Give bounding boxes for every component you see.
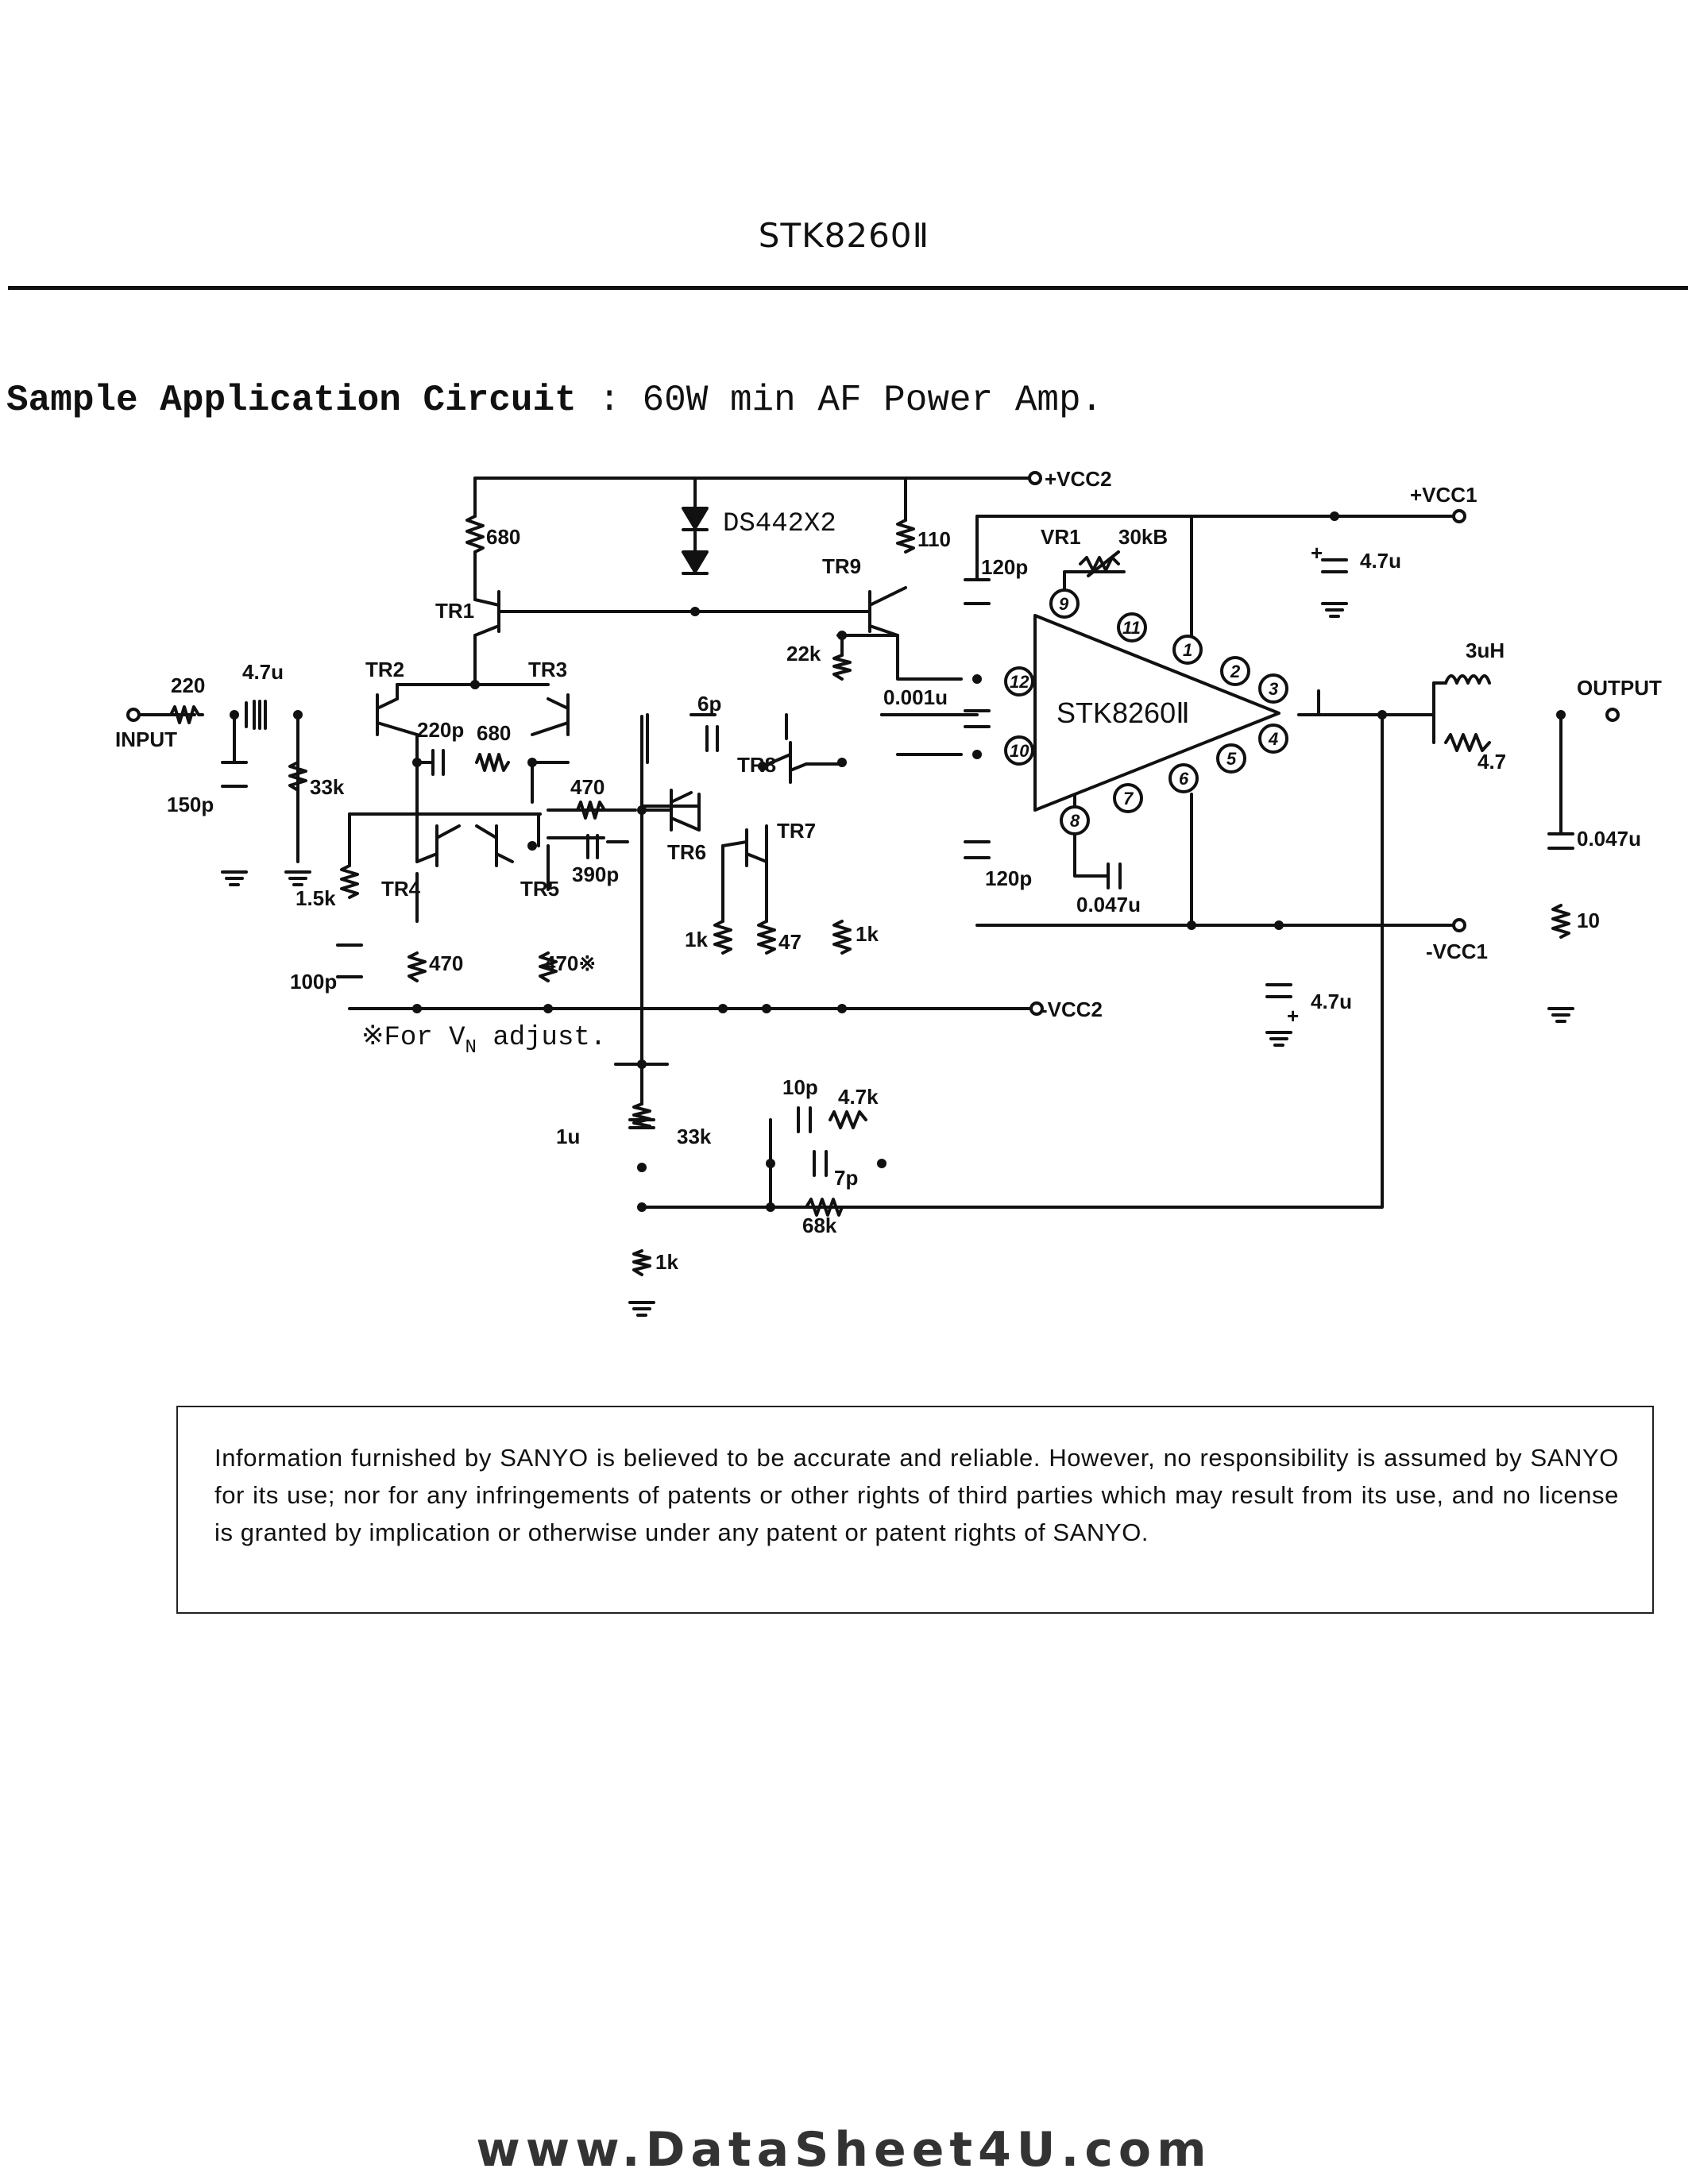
label-r-680-top: 680 [486, 525, 520, 549]
label-c-6p: 6p [697, 692, 721, 716]
label-r-4-7: 4.7 [1477, 750, 1506, 774]
inductor-3uh [1444, 674, 1491, 685]
label-tr4: TR4 [381, 877, 421, 901]
ic-stk8260: STK8260Ⅱ 9 11 1 2 3 12 10 4 5 6 7 8 [1004, 588, 1288, 835]
diode-pair-ds442 [682, 507, 709, 575]
label-r-470-tr4: 470 [429, 951, 463, 975]
schematic-labels: +VCC2 +VCC1 -VCC2 -VCC1 INPUT OUTPUT DS4… [115, 467, 1662, 1274]
ic-pin-5: 5 [1226, 749, 1237, 769]
label-c-0047u-out: 0.047u [1577, 827, 1641, 851]
label-c-4u7-pos: 4.7u [1360, 549, 1401, 573]
label-tr9: TR9 [822, 554, 861, 578]
ic-pin-8: 8 [1070, 811, 1080, 831]
resistors [169, 515, 1570, 1276]
label-tr6: TR6 [667, 840, 706, 864]
ic-pin-12: 12 [1010, 672, 1029, 692]
footer-url-prefix: www.DataSheet [476, 2122, 979, 2178]
label-c-1u: 1u [556, 1125, 580, 1148]
label-r-1k-tr9: 1k [856, 922, 879, 946]
label-r-33k-fb: 33k [677, 1125, 712, 1148]
capacitors [221, 558, 1574, 1177]
section-title-rest: : 60W min AF Power Amp. [598, 380, 1103, 421]
label-tr3: TR3 [528, 658, 567, 681]
label-vcc2-pos: +VCC2 [1045, 467, 1112, 491]
plus-sign-c-pos: + [1311, 541, 1323, 565]
label-r-110: 110 [917, 527, 951, 551]
ic-pin-4: 4 [1268, 729, 1278, 749]
junction-dots [230, 511, 1566, 1212]
label-c-0047u-ic: 0.047u [1076, 893, 1141, 916]
label-c-4u7-in: 4.7u [242, 660, 284, 684]
ic-pin-2: 2 [1230, 662, 1241, 681]
label-tr8: TR8 [737, 753, 776, 777]
vn-note-prefix: ※For V [361, 1023, 465, 1053]
ic-label: STK8260Ⅱ [1056, 696, 1190, 729]
ic-pin-10: 10 [1010, 741, 1029, 761]
label-r-1k-fb: 1k [655, 1250, 678, 1274]
label-vcc2-neg: -VCC2 [1041, 997, 1103, 1021]
vn-note-suffix: adjust. [477, 1023, 606, 1053]
label-c-4u7-neg: 4.7u [1311, 990, 1352, 1013]
label-r-680-mid: 680 [477, 721, 511, 745]
label-c-220p: 220p [417, 718, 464, 742]
legal-disclaimer: Information furnished by SANYO is believ… [176, 1406, 1654, 1614]
label-tr5: TR5 [520, 877, 559, 901]
label-diode: DS442X2 [723, 509, 836, 539]
label-vr1-value: 30kB [1118, 525, 1168, 549]
label-r-470-fb: 470 [570, 775, 605, 799]
vn-adjust-note: ※For VN adjust. [361, 1023, 606, 1059]
label-c-390p: 390p [572, 862, 619, 886]
label-c-120p-bot: 120p [985, 866, 1032, 890]
vn-note-sub: N [465, 1037, 477, 1059]
label-c-100p: 100p [290, 970, 337, 994]
terminals [126, 471, 1620, 1016]
page-header-part-number: STK8260Ⅱ [758, 216, 930, 255]
ic-pin-7: 7 [1123, 789, 1134, 808]
ic-pin-11: 11 [1122, 618, 1141, 638]
wires [137, 477, 1562, 1209]
label-r-22k: 22k [786, 642, 821, 666]
label-output: OUTPUT [1577, 676, 1662, 700]
label-r-1k-tr6: 1k [685, 928, 708, 951]
label-r-68k: 68k [802, 1214, 837, 1237]
amplifier-schematic: STK8260Ⅱ 9 11 1 2 3 12 10 4 5 6 7 8 +VCC… [115, 467, 1662, 1317]
label-c-10p: 10p [782, 1075, 818, 1099]
label-r-1k5: 1.5k [295, 886, 336, 910]
footer-url[interactable]: www.DataSheet4U.com [0, 2122, 1688, 2178]
section-title-bold: Sample Application Circuit [6, 380, 577, 421]
label-l-3uh: 3uH [1466, 639, 1505, 662]
label-tr7: TR7 [777, 819, 816, 843]
footer-url-num: 4U [978, 2122, 1061, 2178]
label-r-4k7: 4.7k [838, 1085, 879, 1109]
label-tr1: TR1 [435, 599, 474, 623]
ic-pin-9: 9 [1059, 594, 1069, 614]
label-c-7p: 7p [834, 1166, 858, 1190]
label-c-0001u: 0.001u [883, 685, 948, 709]
ic-pin-3: 3 [1269, 679, 1278, 699]
label-c-150p: 150p [167, 793, 214, 816]
label-c-120p-top: 120p [981, 555, 1028, 579]
transistors [376, 586, 907, 867]
label-input: INPUT [115, 727, 177, 751]
label-r-470-tr5: 470※ [544, 951, 596, 975]
ic-pin-1: 1 [1183, 640, 1192, 660]
label-tr2: TR2 [365, 658, 404, 681]
section-title: Sample Application Circuit : 60W min AF … [6, 380, 1103, 421]
label-vr1: VR1 [1041, 525, 1081, 549]
label-r-47: 47 [778, 930, 802, 954]
label-r-220: 220 [171, 673, 205, 697]
label-r-33k-in: 33k [310, 775, 345, 799]
label-vcc1-neg: -VCC1 [1426, 940, 1488, 963]
plus-sign-c-neg: + [1287, 1004, 1299, 1028]
header-rule [8, 286, 1688, 290]
label-r-10: 10 [1577, 909, 1600, 932]
ground-symbols [221, 602, 1574, 1317]
ic-pin-6: 6 [1179, 769, 1189, 789]
footer-url-suffix: .com [1060, 2122, 1212, 2178]
label-vcc1-pos: +VCC1 [1410, 483, 1477, 507]
